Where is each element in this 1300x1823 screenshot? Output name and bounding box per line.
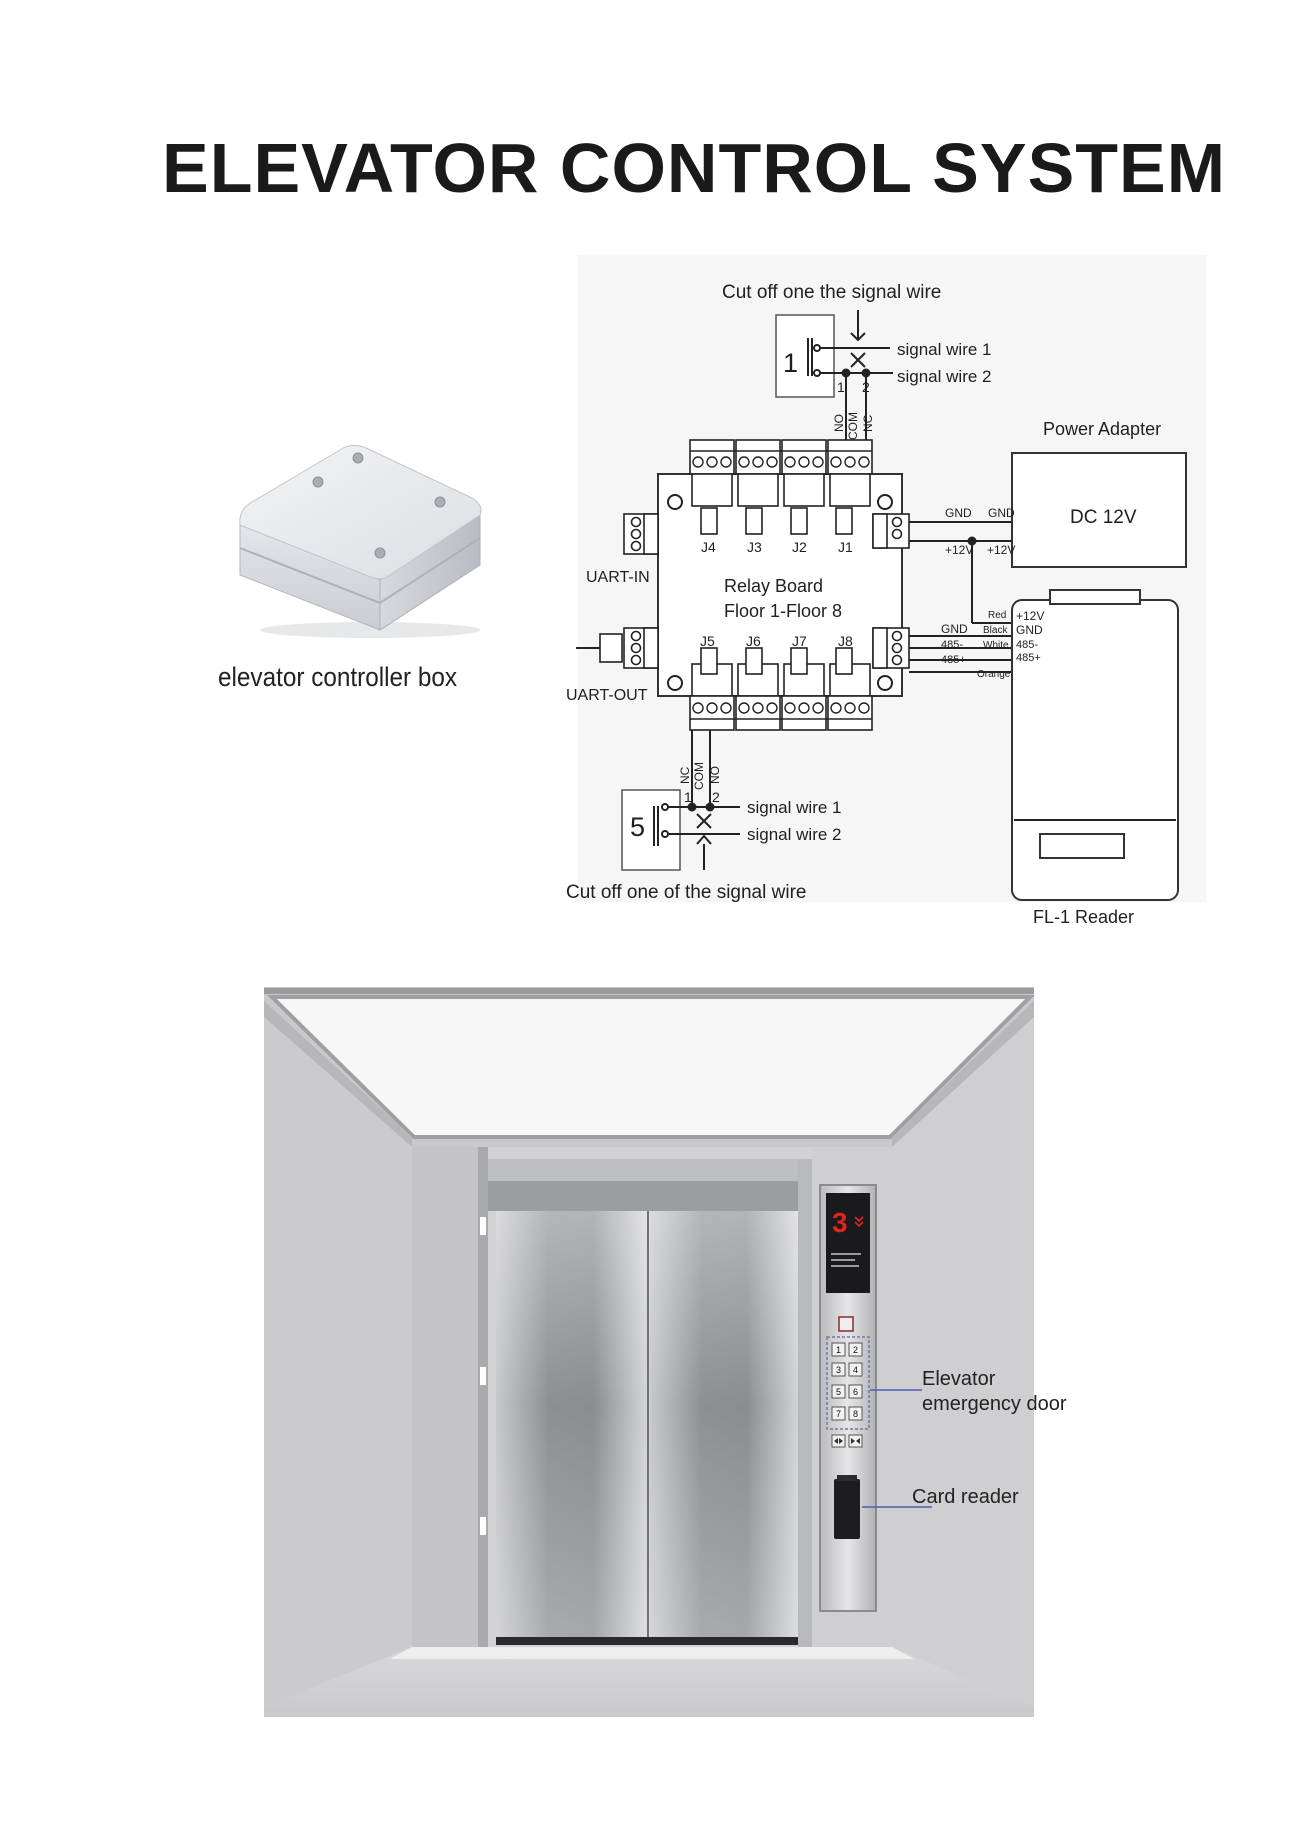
floor-button-6[interactable] bbox=[848, 1384, 863, 1399]
elevator-scene: 3 1 2 3 4 5 6 7 8 bbox=[264, 987, 1067, 1717]
floor-button-7[interactable] bbox=[831, 1406, 846, 1421]
emergency-button[interactable] bbox=[838, 1316, 854, 1332]
controller-box-caption: elevator controller box bbox=[218, 662, 458, 692]
floor-display: 3 bbox=[832, 1207, 848, 1238]
top-pin-nc: NC bbox=[861, 414, 875, 432]
conn-485m-label: 485- bbox=[941, 639, 963, 651]
top-signal-wire-2: signal wire 2 bbox=[897, 367, 992, 386]
floor-button-5[interactable] bbox=[831, 1384, 846, 1399]
top-cut-note: Cut off one the signal wire bbox=[722, 282, 941, 303]
uart-in-label: UART-IN bbox=[586, 569, 650, 586]
adapter-gnd-label: GND bbox=[988, 506, 1015, 520]
top-wire-1-label: 1 bbox=[837, 379, 845, 395]
relay-j8: J8 bbox=[838, 633, 853, 649]
relay-j5: J5 bbox=[700, 633, 715, 649]
wiring-diagram: Cut off one the signal wire 1 signal wir… bbox=[566, 282, 1187, 927]
wire-red-label: Red bbox=[988, 610, 1006, 621]
power-adapter-title: Power Adapter bbox=[1043, 419, 1161, 439]
relay-j4: J4 bbox=[701, 539, 716, 555]
conn-gnd-label: GND bbox=[941, 622, 968, 636]
bottom-wire-2-label: 2 bbox=[712, 789, 720, 805]
emergency-door-callout-line2: emergency door bbox=[922, 1393, 1067, 1415]
top-pin-no: NO bbox=[832, 414, 846, 432]
page-title: ELEVATOR CONTROL SYSTEM bbox=[162, 129, 1227, 207]
reader-gnd-label: GND bbox=[1016, 623, 1043, 637]
bottom-signal-wire-2: signal wire 2 bbox=[747, 825, 842, 844]
bottom-pin-no: NO bbox=[708, 766, 722, 784]
board-gnd-label: GND bbox=[945, 506, 972, 520]
relay-j6: J6 bbox=[746, 633, 761, 649]
bottom-cut-note: Cut off one of the signal wire bbox=[566, 882, 806, 903]
floor-button-5-label: 5 bbox=[836, 1387, 841, 1397]
reader-12v-label: +12V bbox=[1016, 609, 1044, 623]
relay-j3: J3 bbox=[747, 539, 762, 555]
floor-button-3[interactable] bbox=[831, 1362, 846, 1377]
floor-button-2[interactable] bbox=[848, 1342, 863, 1357]
relay-j7: J7 bbox=[792, 633, 807, 649]
floor-button-4[interactable] bbox=[848, 1362, 863, 1377]
board-12v-label: +12V bbox=[945, 543, 973, 557]
conn-485p-label: 485+ bbox=[941, 654, 966, 666]
relay-board-title: Relay Board bbox=[724, 576, 823, 596]
relay-j2: J2 bbox=[792, 539, 807, 555]
down-arrow-icon bbox=[854, 1216, 864, 1228]
bottom-switch-number: 5 bbox=[630, 812, 645, 842]
wire-white-label: White bbox=[983, 640, 1009, 651]
reader-485p-label: 485+ bbox=[1016, 652, 1041, 664]
controller-box-image bbox=[239, 444, 482, 638]
floor-button-4-label: 4 bbox=[853, 1365, 858, 1375]
top-switch-number: 1 bbox=[783, 348, 798, 378]
door-open-icon[interactable] bbox=[831, 1434, 846, 1448]
floor-button-6-label: 6 bbox=[853, 1387, 858, 1397]
floor-button-1[interactable] bbox=[831, 1342, 846, 1357]
floor-button-1-label: 1 bbox=[836, 1345, 841, 1355]
top-pin-com: COM bbox=[846, 412, 860, 440]
floor-button-3-label: 3 bbox=[836, 1365, 841, 1375]
floor-button-7-label: 7 bbox=[836, 1409, 841, 1419]
floor-button-2-label: 2 bbox=[853, 1345, 858, 1355]
floor-button-8[interactable] bbox=[848, 1406, 863, 1421]
floor-button-8-label: 8 bbox=[853, 1409, 858, 1419]
reader-label: FL-1 Reader bbox=[1033, 907, 1134, 927]
bottom-wire-1-label: 1 bbox=[684, 789, 692, 805]
card-reader-device[interactable] bbox=[834, 1479, 860, 1539]
relay-j1: J1 bbox=[838, 539, 853, 555]
uart-out-label: UART-OUT bbox=[566, 687, 648, 704]
door-close-icon[interactable] bbox=[848, 1434, 863, 1448]
reader-485m-label: 485- bbox=[1016, 639, 1038, 651]
top-signal-wire-1: signal wire 1 bbox=[897, 340, 992, 359]
wire-black-label: Black bbox=[983, 625, 1008, 636]
adapter-12v-label: +12V bbox=[987, 543, 1015, 557]
top-wire-2-label: 2 bbox=[862, 379, 870, 395]
relay-board-floors: Floor 1-Floor 8 bbox=[724, 601, 842, 621]
emergency-door-callout-line1: Elevator bbox=[922, 1368, 996, 1390]
wire-orange-label: Orange bbox=[977, 669, 1011, 680]
card-reader-callout: Card reader bbox=[912, 1486, 1019, 1508]
power-adapter-dc: DC 12V bbox=[1070, 507, 1137, 528]
bottom-pin-nc: NC bbox=[678, 766, 692, 784]
bottom-pin-com: COM bbox=[692, 762, 706, 790]
bottom-signal-wire-1: signal wire 1 bbox=[747, 798, 842, 817]
